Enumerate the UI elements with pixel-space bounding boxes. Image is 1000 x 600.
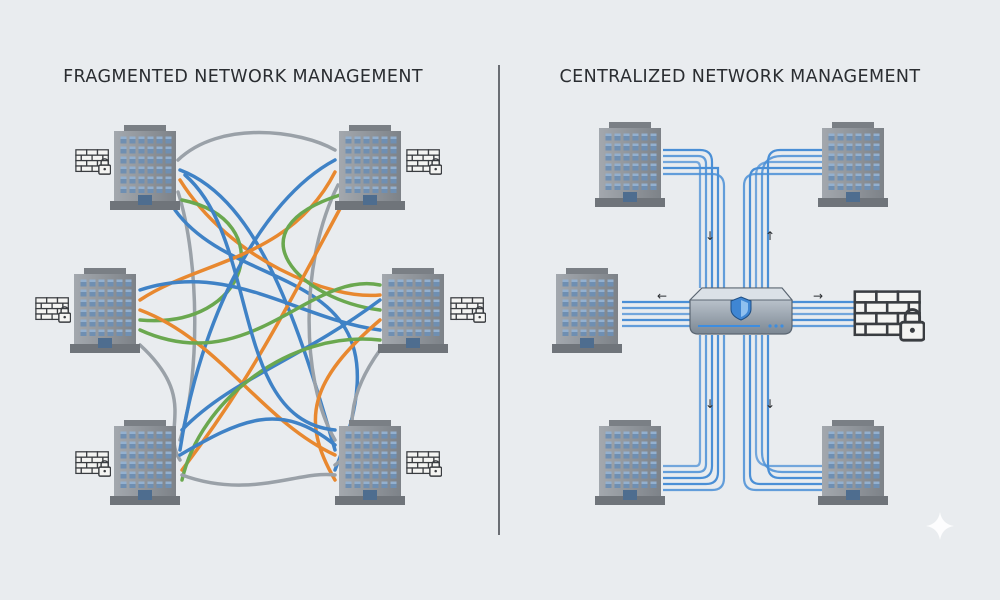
cable [178,178,382,298]
fragmented-title: FRAGMENTED NETWORK MANAGEMENT [63,67,423,87]
shield-icon [730,296,752,321]
building-middle-left-centralized [552,268,622,353]
cable [138,280,382,332]
brick-wall-padlock-icon [75,451,111,477]
cable-bundle-top-right [742,148,822,288]
centralized-title: CENTRALIZED NETWORK MANAGEMENT [560,67,921,87]
cable [313,318,382,482]
central-network-switch [688,287,794,335]
brick-wall-padlock-icon [450,297,486,323]
cable [281,193,382,312]
building-top-left-centralized [595,122,665,207]
building-top-right-centralized [818,122,888,207]
cable [138,170,337,302]
cable-bundle-bottom-right [742,335,822,492]
building-top-left [110,125,180,210]
arrow-up-icon: ↑ [765,229,775,243]
cable [180,337,382,482]
arrow-left-icon: ← [657,289,667,303]
brick-wall-padlock-icon [35,297,71,323]
tangled-cables [138,130,382,487]
building-middle-right [378,268,448,353]
brick-wall-padlock-icon [406,149,442,175]
cable [138,308,337,457]
sparkle-icon [926,512,954,540]
building-bottom-left-centralized [595,420,665,505]
building-middle-left [70,268,140,353]
cable-bundle-bottom-left [663,335,726,492]
building-top-right [335,125,405,210]
arrow-down-icon: ↓ [705,397,715,411]
cable [180,203,344,472]
brick-wall-padlock-icon [75,149,111,175]
building-bottom-right [335,420,405,505]
arrow-down-icon: ↓ [765,397,775,411]
cable-bundle-right [786,300,855,328]
cable [138,281,382,345]
cable [178,417,337,457]
cable [180,472,337,487]
arrow-down-icon: ↓ [705,229,715,243]
central-firewall-padlock-icon [853,290,925,342]
cable-bundle-top-left [663,148,726,288]
cable [183,173,337,432]
cable [176,130,337,162]
building-bottom-left [110,420,180,505]
building-bottom-right-centralized [818,420,888,505]
cable-bundle-left [622,300,696,328]
central-cable-bundles [622,148,855,492]
brick-wall-padlock-icon [406,451,442,477]
cable [307,183,340,442]
arrow-right-icon: → [813,289,823,303]
cable [178,158,337,452]
cable [180,298,382,432]
